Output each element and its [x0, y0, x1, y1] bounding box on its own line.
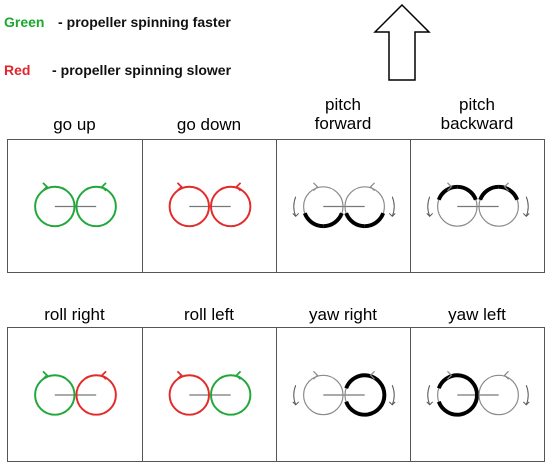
panel-roll-right: [7, 327, 143, 462]
legend-red: Red -propeller spinning slower: [4, 62, 231, 78]
torque-arrow-icon: [391, 196, 395, 217]
panel-label: go up: [53, 115, 96, 134]
propeller-right: [344, 370, 396, 417]
torque-arrow-icon: [525, 196, 529, 217]
propeller-right: [209, 370, 252, 416]
quadcopter-diagram: [426, 182, 530, 227]
quadcopter-diagram: [168, 370, 252, 416]
propeller-left: [292, 370, 344, 416]
legend-red-text: propeller spinning slower: [60, 62, 232, 78]
legend-red-key: Red: [4, 62, 31, 78]
panel-roll-left: [142, 327, 277, 462]
panel-pitch-forward: [276, 139, 411, 273]
legend-green-key: Green: [4, 14, 45, 30]
legend-green-separator: -: [58, 14, 63, 30]
propeller-right: [344, 182, 396, 229]
torque-arrow-icon: [293, 196, 297, 217]
panel-go-down: [142, 139, 277, 273]
torque-arrow-icon: [293, 384, 297, 406]
quadcopter-diagram: [34, 182, 117, 228]
torque-arrow-icon: [525, 384, 529, 406]
panel-label: roll right: [44, 305, 105, 324]
panel-yaw-right: [276, 327, 411, 462]
quadcopter-diagram: [426, 370, 530, 417]
quadcopter-diagram: [292, 370, 396, 417]
propeller-left: [34, 182, 76, 228]
panel-label: yaw left: [448, 305, 506, 324]
propeller-right: [75, 370, 117, 416]
panel-go-up: [7, 139, 143, 273]
propeller-left: [168, 370, 210, 416]
panel-yaw-left: [410, 327, 545, 462]
propeller-left: [168, 182, 210, 228]
torque-arrow-icon: [391, 384, 395, 406]
quadcopter-diagram: [168, 182, 252, 228]
quadcopter-diagram: [34, 370, 117, 416]
propeller-right: [209, 182, 252, 228]
panel-label: roll left: [183, 305, 235, 324]
torque-arrow-icon: [427, 196, 431, 217]
up-arrow-icon: [373, 4, 431, 81]
propeller-left: [426, 182, 478, 227]
legend-green-text: propeller spinning faster: [66, 14, 231, 30]
panel-label: go down: [176, 115, 242, 134]
propeller-right: [478, 370, 530, 416]
propeller-left: [292, 182, 344, 229]
propeller-left: [34, 370, 76, 416]
quadcopter-diagram: [292, 182, 396, 229]
panel-pitch-backward: [410, 139, 545, 273]
panel-label: yaw right: [308, 305, 378, 324]
legend-red-separator: -: [52, 62, 57, 78]
torque-arrow-icon: [427, 384, 431, 406]
propeller-left: [426, 370, 479, 417]
legend-green: Green-propeller spinning faster: [4, 14, 231, 30]
propeller-right: [75, 182, 117, 228]
propeller-right: [478, 182, 530, 227]
